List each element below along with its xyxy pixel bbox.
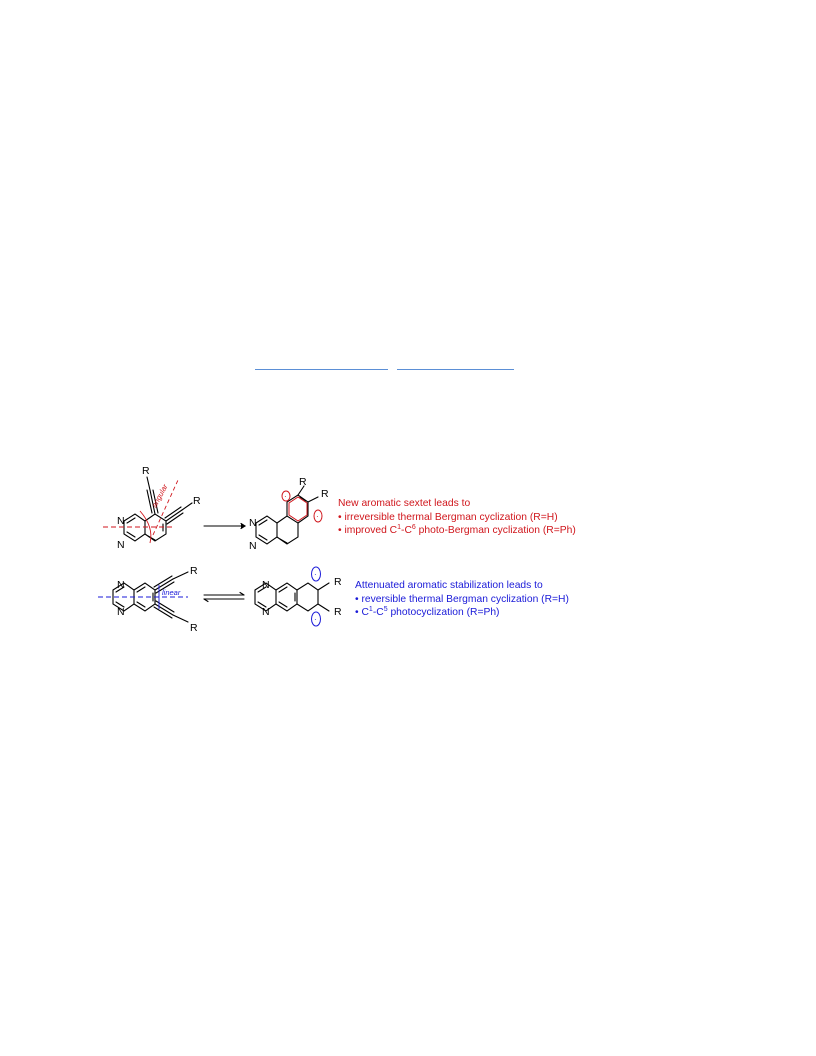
angular-annotation bbox=[103, 479, 179, 544]
linear-label: linear bbox=[162, 588, 181, 597]
n-label-3: N bbox=[249, 517, 257, 529]
atom-labels: R R N N R R N N N N R R N N R R bbox=[117, 465, 342, 634]
caption-text: • C bbox=[355, 607, 369, 619]
r-label-7: R bbox=[334, 576, 342, 588]
caption-text: -C bbox=[372, 607, 384, 619]
r-label-8: R bbox=[334, 606, 342, 618]
angular-caption: New aromatic sextet leads to • irreversi… bbox=[338, 497, 576, 538]
linear-caption-line1: Attenuated aromatic stabilization leads … bbox=[355, 580, 543, 591]
n-label-5: N bbox=[117, 579, 125, 591]
superscript: 1 bbox=[368, 606, 373, 614]
caption-text: -C bbox=[401, 525, 412, 537]
superscript: 6 bbox=[411, 524, 416, 532]
n-label-6: N bbox=[117, 606, 125, 618]
n-label-4: N bbox=[249, 540, 257, 552]
angular-enediyne-reactant bbox=[123, 476, 193, 542]
r-label-1: R bbox=[142, 465, 150, 477]
n-label-1: N bbox=[117, 515, 125, 527]
n-label-7: N bbox=[262, 579, 270, 591]
linear-product bbox=[254, 582, 330, 612]
link-underline-left[interactable] bbox=[255, 369, 388, 370]
superscript: 1 bbox=[397, 524, 402, 532]
radical-dot-4: · bbox=[314, 615, 317, 624]
superscript: 5 bbox=[383, 606, 388, 614]
biradical-markers bbox=[311, 566, 321, 627]
forward-arrow bbox=[203, 522, 247, 530]
caption-text: • improved C bbox=[338, 525, 398, 537]
r-label-2: R bbox=[193, 495, 201, 507]
linear-caption-line3: • C1-C5 photocyclization (R=Ph) bbox=[355, 606, 569, 620]
link-underline-right[interactable] bbox=[397, 369, 514, 370]
angular-caption-line2: • irreversible thermal Bergman cyclizati… bbox=[338, 511, 558, 523]
angular-caption-line1: New aromatic sextet leads to bbox=[338, 498, 471, 509]
equilibrium-arrows bbox=[203, 591, 245, 603]
angular-product bbox=[255, 485, 319, 545]
n-label-2: N bbox=[117, 539, 125, 551]
angular-caption-line3: • improved C1-C6 photo-Bergman cyclizati… bbox=[338, 524, 576, 538]
n-label-8: N bbox=[262, 606, 270, 618]
r-label-3: R bbox=[299, 476, 307, 488]
new-aromatic-sextet bbox=[281, 490, 323, 523]
caption-text: photo-Bergman cyclization (R=Ph) bbox=[415, 525, 576, 537]
linear-caption-line2: • reversible thermal Bergman cyclization… bbox=[355, 593, 569, 605]
caption-text: photocyclization (R=Ph) bbox=[387, 607, 500, 619]
angular-label: angular bbox=[150, 482, 170, 509]
radical-dot-3: · bbox=[314, 570, 317, 579]
r-label-5: R bbox=[190, 565, 198, 577]
linear-annotation bbox=[98, 585, 188, 609]
r-label-6: R bbox=[190, 622, 198, 634]
radical-dot-1: · bbox=[284, 492, 287, 501]
r-label-4: R bbox=[321, 488, 329, 500]
radical-dot-2: · bbox=[316, 512, 319, 521]
linear-caption: Attenuated aromatic stabilization leads … bbox=[355, 579, 569, 620]
